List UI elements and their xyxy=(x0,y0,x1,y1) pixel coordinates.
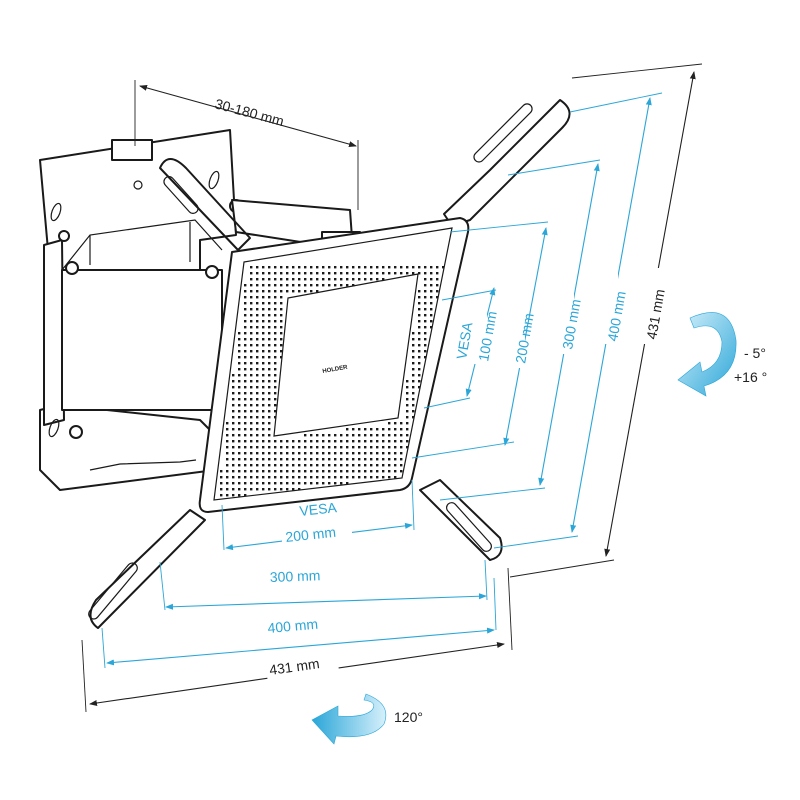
vesa-300-horizontal-label: 300 mm xyxy=(270,567,321,585)
swivel-label: 120° xyxy=(394,709,423,725)
overall-width-label: 431 mm xyxy=(268,655,320,678)
brand-logo: HOLDER xyxy=(322,365,349,375)
curved-tilt-arrow-icon xyxy=(677,312,737,397)
overall-dimensions: 30-180 mm 431 mm 431 mm xyxy=(81,63,703,713)
tilt-group: - 5° +16 ° xyxy=(677,312,767,397)
curved-swivel-arrow-icon xyxy=(311,693,387,745)
vesa-title-bottom-label: VESA xyxy=(299,499,338,519)
vesa-200-horizontal-label: 200 mm xyxy=(285,524,337,545)
tilt-up-label: - 5° xyxy=(744,345,766,361)
vesa-vertical-dimensions: VESA 100 mm 200 mm 300 mm 400 mm xyxy=(411,92,663,549)
tilt-down-label: +16 ° xyxy=(734,369,767,385)
wall-bracket xyxy=(39,129,361,491)
vesa-400-horizontal-label: 400 mm xyxy=(267,616,319,636)
vesa-adapter-cross: HOLDER xyxy=(88,99,571,629)
plate-perforation-pattern xyxy=(220,266,445,497)
swivel-group: 120° xyxy=(311,693,423,745)
vesa-small-title-label: VESA xyxy=(453,320,475,360)
